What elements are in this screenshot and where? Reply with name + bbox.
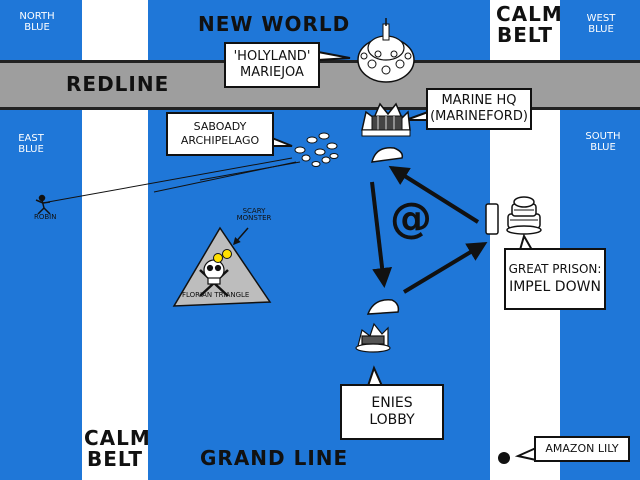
redline-strip [0,60,640,110]
scary-monster-eyes-icon [213,249,232,263]
mariejoa-palace-icon [357,18,415,83]
enies-lobby-callout: ENIES LOBBY [340,384,444,440]
robin-label: ROBIN [34,213,57,221]
saboady-line-1: SABOADY [193,120,247,134]
enies-lobby-top-island-icon [366,299,400,315]
scary-monster-line-1: SCARY [242,207,266,215]
holyland-line-2: MARIEJOA [240,65,304,80]
impel-down-line-2: IMPEL DOWN [509,278,601,295]
calm-belt-bottom-title: CALM BELT [84,428,150,471]
north-blue-label: NORTH BLUE [8,11,66,33]
marine-hq-line-2: (MARINEFORD) [430,109,528,124]
saboady-archipelago-callout: SABOADY ARCHIPELAGO [166,112,274,156]
marine-hq-callout: MARINE HQ (MARINEFORD) [426,88,532,130]
loop-arrow-to-enies [370,181,393,288]
north-blue-line-2: BLUE [24,21,50,33]
calm-belt-bottom-line-1: CALM [84,426,151,450]
saboady-callout-tail [271,136,293,147]
impel-down-callout: GREAT PRISON: IMPEL DOWN [504,248,606,310]
south-blue-label: SOUTH BLUE [574,131,632,153]
impel-down-line-1: GREAT PRISON: [508,261,602,276]
south-blue-line-1: SOUTH [585,131,621,142]
scary-monster-line-2: MONSTER [236,214,272,223]
saboady-islands-icon [294,132,339,167]
loop-arrow-to-marineford [388,165,480,224]
west-blue-line-1: WEST [586,13,616,24]
loop-arrow-to-impel [402,241,488,294]
east-blue-label: EAST BLUE [6,133,56,155]
north-blue-line-1: NORTH [19,11,55,22]
west-blue-label: WEST BLUE [572,13,630,35]
calm-belt-top-title: CALM BELT [496,4,562,47]
robin-figure-icon [35,194,51,215]
calm-belt-top-line-2: BELT [497,23,553,47]
enies-lobby-line-2: LOBBY [369,412,415,428]
holyland-callout-tail [317,50,351,62]
enies-lobby-island-icon [355,322,391,353]
amazon-lily-callout: AMAZON LILY [534,436,630,462]
amazon-lily-label: AMAZON LILY [545,442,619,456]
loop-symbol: @ [390,193,432,242]
scary-monster-label: SCARY MONSTER [234,207,274,223]
west-blue-line-2: BLUE [588,23,614,35]
saboady-line-2: ARCHIPELAGO [180,134,260,147]
marineford-fortress-icon [361,102,411,137]
calm-belt-top-line-1: CALM [496,2,563,26]
marineford-island-icon [371,147,404,163]
holyland-line-1: 'HOLYLAND' [233,48,311,64]
east-blue-line-2: BLUE [18,143,44,155]
scary-monster-pointer [233,227,249,246]
new-world-title: NEW WORLD [198,12,351,36]
east-blue-line-1: EAST [18,133,44,144]
grand-line-title: GRAND LINE [200,446,349,470]
holyland-mariejoa-callout: 'HOLYLAND' MARIEJOA [224,42,320,88]
skull-crossbones-icon [199,259,229,297]
florian-triangle-label: FLORIAN TRIANGLE [182,291,250,299]
redline-title: REDLINE [66,72,170,96]
impel-down-gate-icon [485,203,499,235]
robin-trail-lines [47,157,301,203]
south-blue-line-2: BLUE [590,141,616,153]
calm-belt-bottom-line-2: BELT [87,447,143,471]
amazon-lily-dot [498,452,510,464]
enies-lobby-line-1: ENIES [371,394,413,411]
marine-hq-line-1: MARINE HQ [441,92,517,108]
impel-down-tower-icon [506,196,542,235]
